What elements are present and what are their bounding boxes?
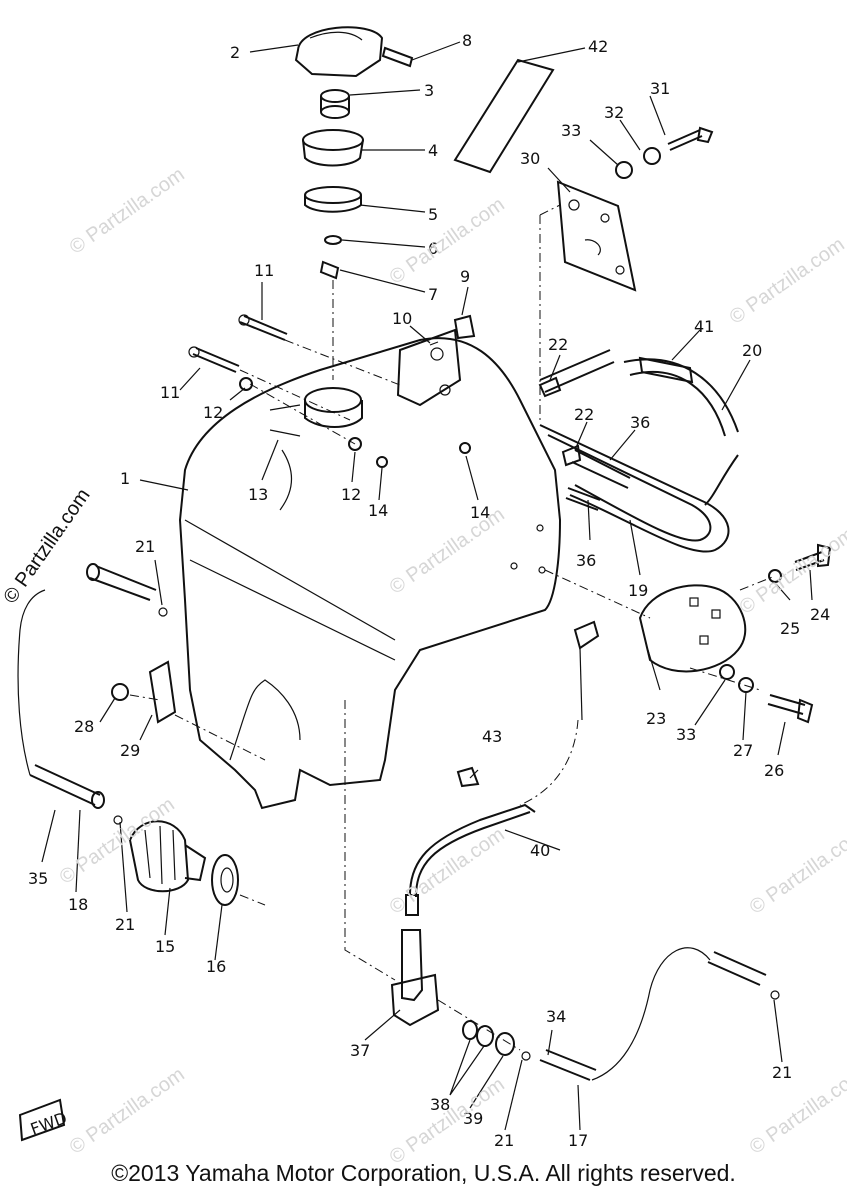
callout-30: 30 xyxy=(520,149,540,168)
callout-4: 4 xyxy=(428,141,438,160)
callout-21a: 21 xyxy=(135,537,155,556)
callout-28: 28 xyxy=(74,717,94,736)
callout-41: 41 xyxy=(694,317,714,336)
callout-11a: 11 xyxy=(254,261,274,280)
callout-39: 39 xyxy=(463,1109,483,1128)
fwd-label: FWD xyxy=(28,1108,70,1139)
callout-14a: 14 xyxy=(368,501,388,520)
callout-33a: 33 xyxy=(561,121,581,140)
mounting-bracket-upper xyxy=(453,58,714,420)
callout-27: 27 xyxy=(733,741,753,760)
callout-16: 16 xyxy=(206,957,226,976)
callout-14b: 14 xyxy=(470,503,490,522)
fuel-tank xyxy=(178,328,562,810)
callout-6: 6 xyxy=(428,239,438,258)
callout-9: 9 xyxy=(460,267,470,286)
callout-17: 17 xyxy=(568,1131,588,1150)
callout-3: 3 xyxy=(424,81,434,100)
forward-direction-arrow: FWD xyxy=(18,1098,70,1142)
callout-12b: 12 xyxy=(341,485,361,504)
callout-13: 13 xyxy=(248,485,268,504)
fuel-filter xyxy=(111,660,266,906)
callout-7: 7 xyxy=(428,285,438,304)
fuel-sender xyxy=(405,620,600,916)
callout-42: 42 xyxy=(588,37,608,56)
callout-12a: 12 xyxy=(203,403,223,422)
callout-43: 43 xyxy=(482,727,502,746)
callout-2: 2 xyxy=(230,43,240,62)
callout-34: 34 xyxy=(546,1007,566,1026)
callout-32: 32 xyxy=(604,103,624,122)
callout-25: 25 xyxy=(780,619,800,638)
callout-5: 5 xyxy=(428,205,438,224)
callout-21d: 21 xyxy=(772,1063,792,1082)
callout-21b: 21 xyxy=(115,915,135,934)
fuel-cock xyxy=(344,700,521,1056)
callout-36a: 36 xyxy=(630,413,650,432)
callout-22b: 22 xyxy=(574,405,594,424)
tank-fasteners xyxy=(188,314,476,468)
callout-18: 18 xyxy=(68,895,88,914)
callout-38: 38 xyxy=(430,1095,450,1114)
callout-33b: 33 xyxy=(676,725,696,744)
callout-24: 24 xyxy=(810,605,830,624)
callout-23: 23 xyxy=(646,709,666,728)
callout-29: 29 xyxy=(120,741,140,760)
callout-22a: 22 xyxy=(548,335,568,354)
vent-hoses xyxy=(538,349,739,553)
callout-21c: 21 xyxy=(494,1131,514,1150)
callout-19: 19 xyxy=(628,581,648,600)
callout-40: 40 xyxy=(530,841,550,860)
callout-37: 37 xyxy=(350,1041,370,1060)
callout-10: 10 xyxy=(392,309,412,328)
callout-26: 26 xyxy=(764,761,784,780)
callout-numbers: 1 2 3 4 5 6 7 8 9 10 11 11 12 12 13 14 1… xyxy=(28,31,830,1150)
callout-15: 15 xyxy=(155,937,175,956)
callout-31: 31 xyxy=(650,79,670,98)
callout-35: 35 xyxy=(28,869,48,888)
callout-1: 1 xyxy=(120,469,130,488)
copyright-notice: ©2013 Yamaha Motor Corporation, U.S.A. A… xyxy=(111,1160,736,1186)
callout-20: 20 xyxy=(742,341,762,360)
callout-11b: 11 xyxy=(160,383,180,402)
fuel-lines xyxy=(17,563,780,1081)
callout-36b: 36 xyxy=(576,551,596,570)
callout-8: 8 xyxy=(462,31,472,50)
leader-lines xyxy=(41,41,813,1131)
